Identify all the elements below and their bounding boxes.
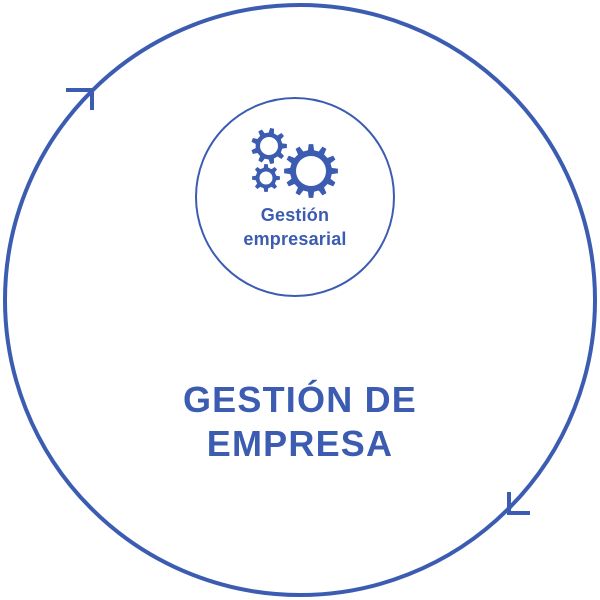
center-node-label: Gestión empresarial — [196, 203, 394, 251]
center-node-label-line2: empresarial — [243, 229, 347, 249]
gear-hole — [259, 171, 273, 185]
outer-cycle-ring — [3, 3, 597, 597]
center-node-label-line1: Gestión — [260, 205, 330, 225]
center-node-circle — [195, 97, 395, 297]
gears-icon — [251, 128, 338, 198]
gear-hole — [296, 156, 326, 186]
main-title-line1: GESTIÓN DE — [182, 379, 418, 420]
main-title: GESTIÓN DE EMPRESA — [100, 378, 500, 466]
gear-hole — [260, 137, 278, 155]
arrow-down-left-icon — [507, 492, 530, 515]
arrow-up-right-icon — [66, 88, 94, 110]
main-title-line2: EMPRESA — [206, 423, 394, 464]
